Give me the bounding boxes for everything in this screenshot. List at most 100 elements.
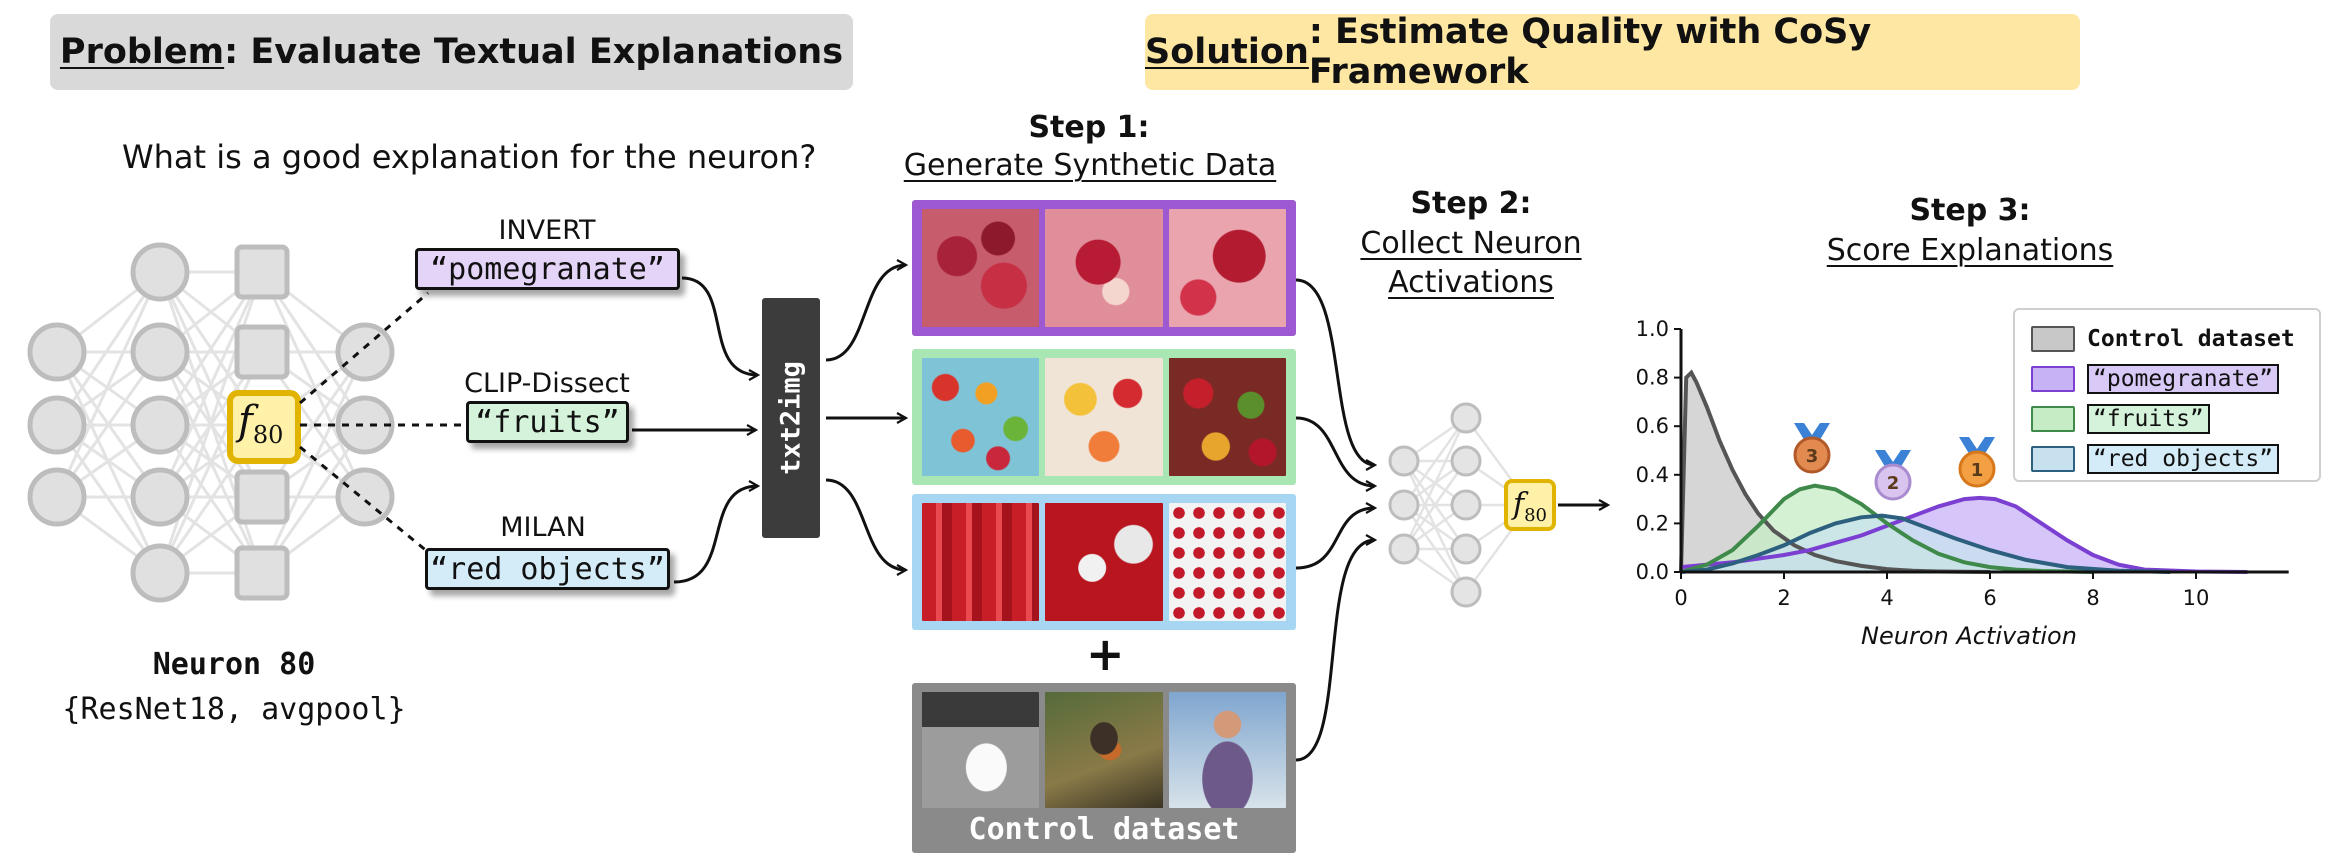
problem-keyword: Problem	[59, 32, 225, 72]
explanation-fruits: “fruits”	[466, 401, 629, 443]
network-node	[130, 395, 190, 455]
y-tick-label: 1.0	[1636, 317, 1669, 341]
network-node	[1450, 533, 1482, 565]
explanation-pomegranate: “pomegranate”	[415, 248, 680, 290]
plus-sign: +	[1086, 627, 1125, 681]
network-node	[27, 467, 87, 527]
legend-item: “red objects”	[2031, 444, 2280, 474]
arrow-explanation-to-txt2img	[673, 486, 758, 584]
series-area	[1681, 515, 2171, 572]
series-line	[1679, 369, 1991, 574]
network-node	[130, 543, 190, 603]
step3-title: Step 3:	[1909, 193, 2031, 228]
x-tick-label: 6	[1983, 586, 1996, 610]
problem-text: : Evaluate Textual Explanations	[224, 32, 844, 72]
x-tick-label: 4	[1880, 586, 1893, 610]
red-objects-image	[922, 503, 1040, 621]
arrow-images-to-network	[1295, 278, 1375, 465]
medal-rank-label: 2	[1887, 473, 1900, 494]
network-node	[130, 467, 190, 527]
network-edges	[55, 270, 367, 575]
medal-ribbon	[1875, 450, 1911, 470]
network-node	[1450, 576, 1482, 608]
neural-network-left	[27, 242, 466, 603]
red-objects-image	[1045, 503, 1163, 621]
network-node	[1450, 402, 1482, 434]
network-edge	[55, 271, 162, 498]
legend-swatch	[2031, 326, 2075, 352]
neuron-f80-label: f80	[238, 398, 283, 449]
network-node	[335, 322, 395, 382]
connector-arrows	[632, 265, 1608, 762]
network-node	[335, 467, 395, 527]
network-edge	[260, 271, 367, 498]
chart-legend: Control dataset “pomegranate” “fruits” “…	[2013, 308, 2321, 482]
control-bird-image	[1045, 692, 1163, 808]
medal-rank-label: 3	[1806, 446, 1819, 467]
network-node	[234, 469, 290, 525]
solution-keyword: Solution	[1145, 32, 1309, 72]
problem-banner: Problem: Evaluate Textual Explanations	[50, 14, 853, 90]
y-tick-label: 0.4	[1636, 463, 1669, 487]
step2-subtitle-line1: Collect Neuron	[1360, 226, 1582, 261]
x-tick-label: 2	[1777, 586, 1790, 610]
y-tick-label: 0.8	[1636, 366, 1669, 390]
highlighted-neuron-node	[1504, 479, 1556, 531]
image-strip-red-objects	[912, 494, 1296, 630]
y-tick-label: 0.6	[1636, 414, 1669, 438]
x-tick-label: 10	[2183, 586, 2210, 610]
method-name-clip-dissect: CLIP-Dissect	[464, 368, 630, 399]
step1-title: Step 1:	[1028, 110, 1150, 145]
network-edge	[55, 351, 162, 498]
network-node	[234, 324, 290, 380]
legend-swatch	[2031, 406, 2075, 432]
medal-disc	[1793, 436, 1831, 474]
network-node	[1450, 489, 1482, 521]
control-photos	[922, 692, 1286, 808]
fruits-image	[922, 358, 1040, 476]
legend-label: Control dataset	[2087, 326, 2295, 352]
network-node	[335, 395, 395, 455]
step3-subtitle: Score Explanations	[1826, 233, 2114, 268]
network-node	[130, 322, 190, 382]
medal-rank-label: 1	[1971, 460, 1984, 481]
txt2img-label: txt2img	[775, 361, 807, 475]
small-f80-label: f80	[1513, 487, 1547, 526]
network-edge	[55, 271, 162, 426]
image-strip-fruits	[912, 349, 1296, 485]
network-edge	[1402, 417, 1468, 506]
medal-ribbon	[1794, 423, 1830, 443]
network-edge	[158, 271, 264, 498]
network-node	[130, 242, 190, 302]
network-node	[27, 322, 87, 382]
network-node	[1388, 489, 1420, 521]
control-dataset-panel: Control dataset	[912, 683, 1296, 853]
neuron-name: Neuron 80	[152, 647, 316, 682]
network-edge	[1402, 417, 1468, 550]
f-subscript: 80	[252, 421, 284, 449]
f-symbol-small: f	[1513, 487, 1525, 522]
legend-item: Control dataset	[2031, 324, 2295, 354]
arrow-explanation-to-txt2img	[681, 276, 758, 375]
legend-label: “fruits”	[2087, 404, 2210, 434]
network-node	[1388, 445, 1420, 477]
method-name-invert: INVERT	[498, 215, 596, 246]
pomegranate-image	[922, 209, 1040, 327]
medal-disc	[1958, 450, 1996, 488]
neuron-model: {ResNet18, avgpool}	[62, 692, 406, 727]
question-text: What is a good explanation for the neuro…	[122, 138, 817, 176]
y-tick-label: 0.2	[1636, 511, 1669, 535]
network-node	[1388, 533, 1420, 565]
series-line	[1680, 513, 2171, 574]
legend-swatch	[2031, 446, 2075, 472]
series-line	[1680, 483, 2094, 574]
control-person-image	[1168, 692, 1286, 808]
step2-title: Step 2:	[1410, 186, 1532, 221]
step2-subtitle-line2: Activations	[1388, 265, 1554, 300]
dashed-link	[299, 291, 429, 405]
red-objects-image	[1168, 503, 1286, 621]
network-node	[1450, 445, 1482, 477]
network-edge	[260, 351, 367, 574]
